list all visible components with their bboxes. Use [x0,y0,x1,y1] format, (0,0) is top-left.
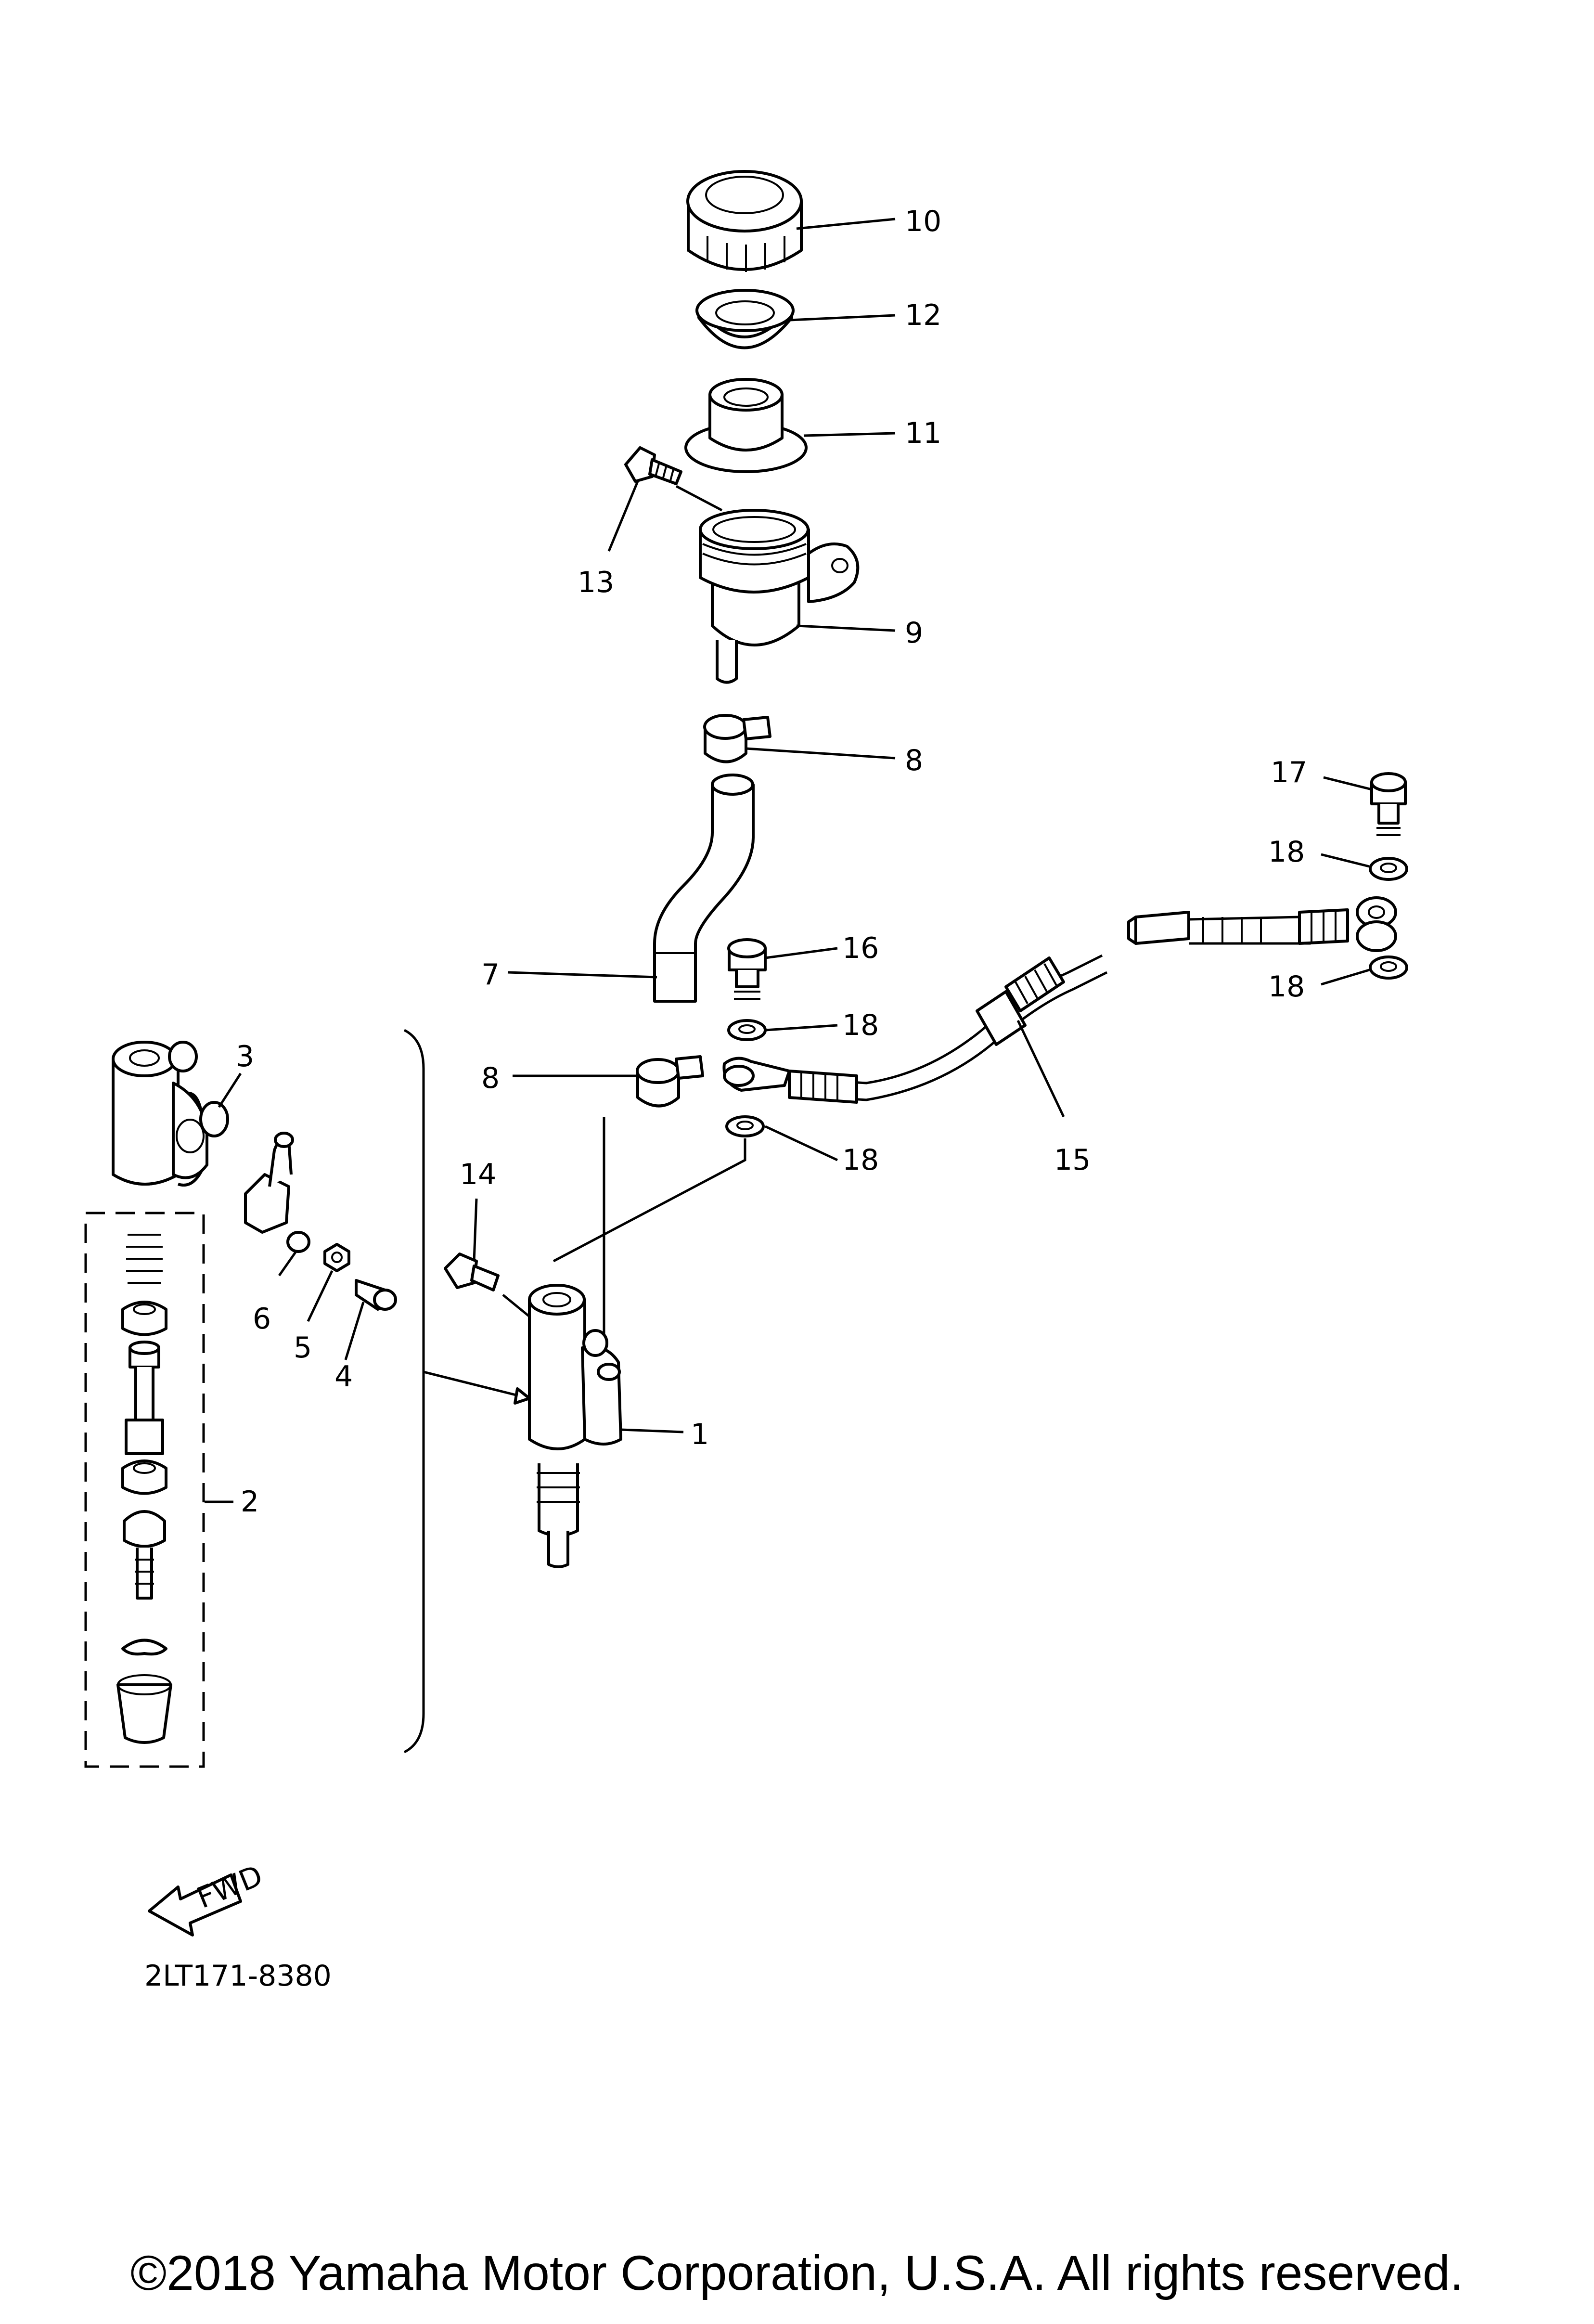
copyright-notice: ©2018 Yamaha Motor Corporation, U.S.A. A… [130,2246,1464,2300]
bracket-arrow [423,1370,520,1397]
washer-18-upper-right [1369,857,1408,881]
callout-1: 1 [691,1418,709,1451]
washer-6 [286,1231,310,1253]
bracket [403,1029,425,1754]
union-bolt-17 [1370,772,1407,836]
leader-lines [205,218,1372,1503]
callouts: 10 12 11 13 9 8 7 8 3 6 5 4 2 14 1 16 18… [236,205,1307,1519]
washer-18-lower-left [725,1115,765,1137]
callout-16: 16 [842,931,879,965]
diaphragm-plate [695,289,795,349]
callout-10: 10 [905,205,941,238]
callout-18-upper-left: 18 [842,1008,879,1042]
callout-8-upper: 8 [905,744,923,777]
kit-2-box [84,1212,205,1768]
reservoir-tank [699,509,860,684]
nut-5 [323,1243,350,1272]
hose-clamp-lower [636,1055,704,1108]
washer-18-lower-right [1369,955,1408,980]
master-cylinder-body-alt [112,1041,208,1187]
diagram-code: 2LT171-8380 [144,1959,332,1993]
fwd-arrow-icon: FWD [148,1859,267,1937]
callout-3: 3 [236,1040,254,1073]
callout-5: 5 [294,1331,312,1365]
bolt-14 [444,1252,500,1291]
elbow-fitting [244,1132,294,1234]
brake-hose [722,954,1108,1104]
callout-11: 11 [905,416,941,450]
callout-7: 7 [481,958,500,992]
o-ring-3 [199,1101,229,1137]
callout-6: 6 [253,1302,271,1336]
callout-18-lower-left: 18 [842,1143,879,1177]
callout-9: 9 [905,616,923,650]
union-bolt-16 [727,938,767,1000]
callout-12: 12 [905,298,941,332]
callout-14: 14 [460,1158,496,1191]
kit-2-parts [116,1234,172,1744]
hose-clamp-upper [703,714,771,763]
reservoir-hose [653,774,755,1003]
callout-18-upper-right: 18 [1268,835,1305,869]
reservoir-cap [686,170,803,272]
screw-4 [355,1279,397,1311]
bolt-13 [624,446,682,485]
callout-4: 4 [334,1360,353,1394]
washer-18-upper-left [727,1019,767,1041]
diaphragm [684,378,808,473]
callout-2: 2 [241,1485,259,1519]
hose-end-fitting [1127,896,1397,952]
callout-8-lower: 8 [481,1061,500,1095]
callout-17: 17 [1271,756,1307,789]
callout-15: 15 [1054,1143,1091,1177]
callout-13: 13 [578,566,614,599]
master-cylinder [528,1284,622,1568]
callout-18-lower-right: 18 [1268,970,1305,1004]
